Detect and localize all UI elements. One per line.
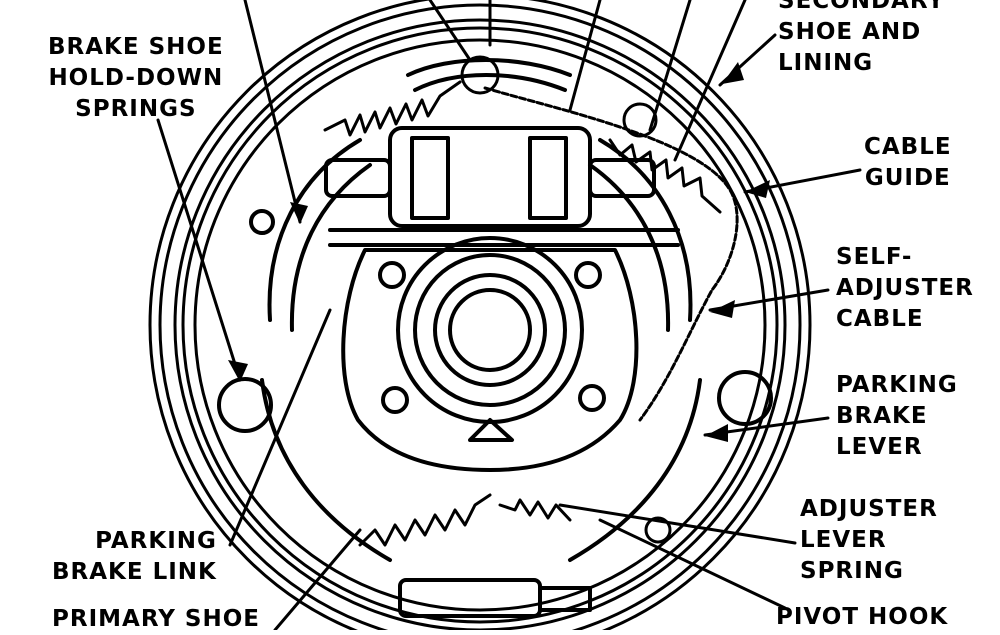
label-parking-brake-link: PARKING BRAKE LINK (52, 528, 217, 585)
wheel-cylinder (324, 126, 680, 247)
label-adjuster-lever-spring: ADJUSTER LEVER SPRING (800, 496, 938, 584)
arrowheads (228, 62, 770, 442)
hub-assembly (341, 236, 639, 472)
label-primary-shoe: PRIMARY SHOE (52, 606, 261, 632)
label-pivot-hook: PIVOT HOOK (776, 604, 949, 630)
label-secondary-shoe: SECONDARY SHOE AND LINING (778, 0, 945, 76)
backing-plate-rings (148, 0, 812, 630)
adjuster-cable (483, 86, 739, 422)
label-cable-guide: CABLE GUIDE (864, 134, 952, 191)
return-springs (323, 55, 722, 547)
label-self-adjuster-cable: SELF- ADJUSTER CABLE (836, 244, 974, 332)
label-hold-down-springs: BRAKE SHOE HOLD-DOWN SPRINGS (48, 34, 224, 122)
label-parking-brake-lever: PARKING BRAKE LEVER (836, 372, 958, 460)
hold-down-pins (217, 209, 773, 433)
adjuster-screw (398, 578, 592, 618)
brake-shoes (260, 58, 702, 562)
